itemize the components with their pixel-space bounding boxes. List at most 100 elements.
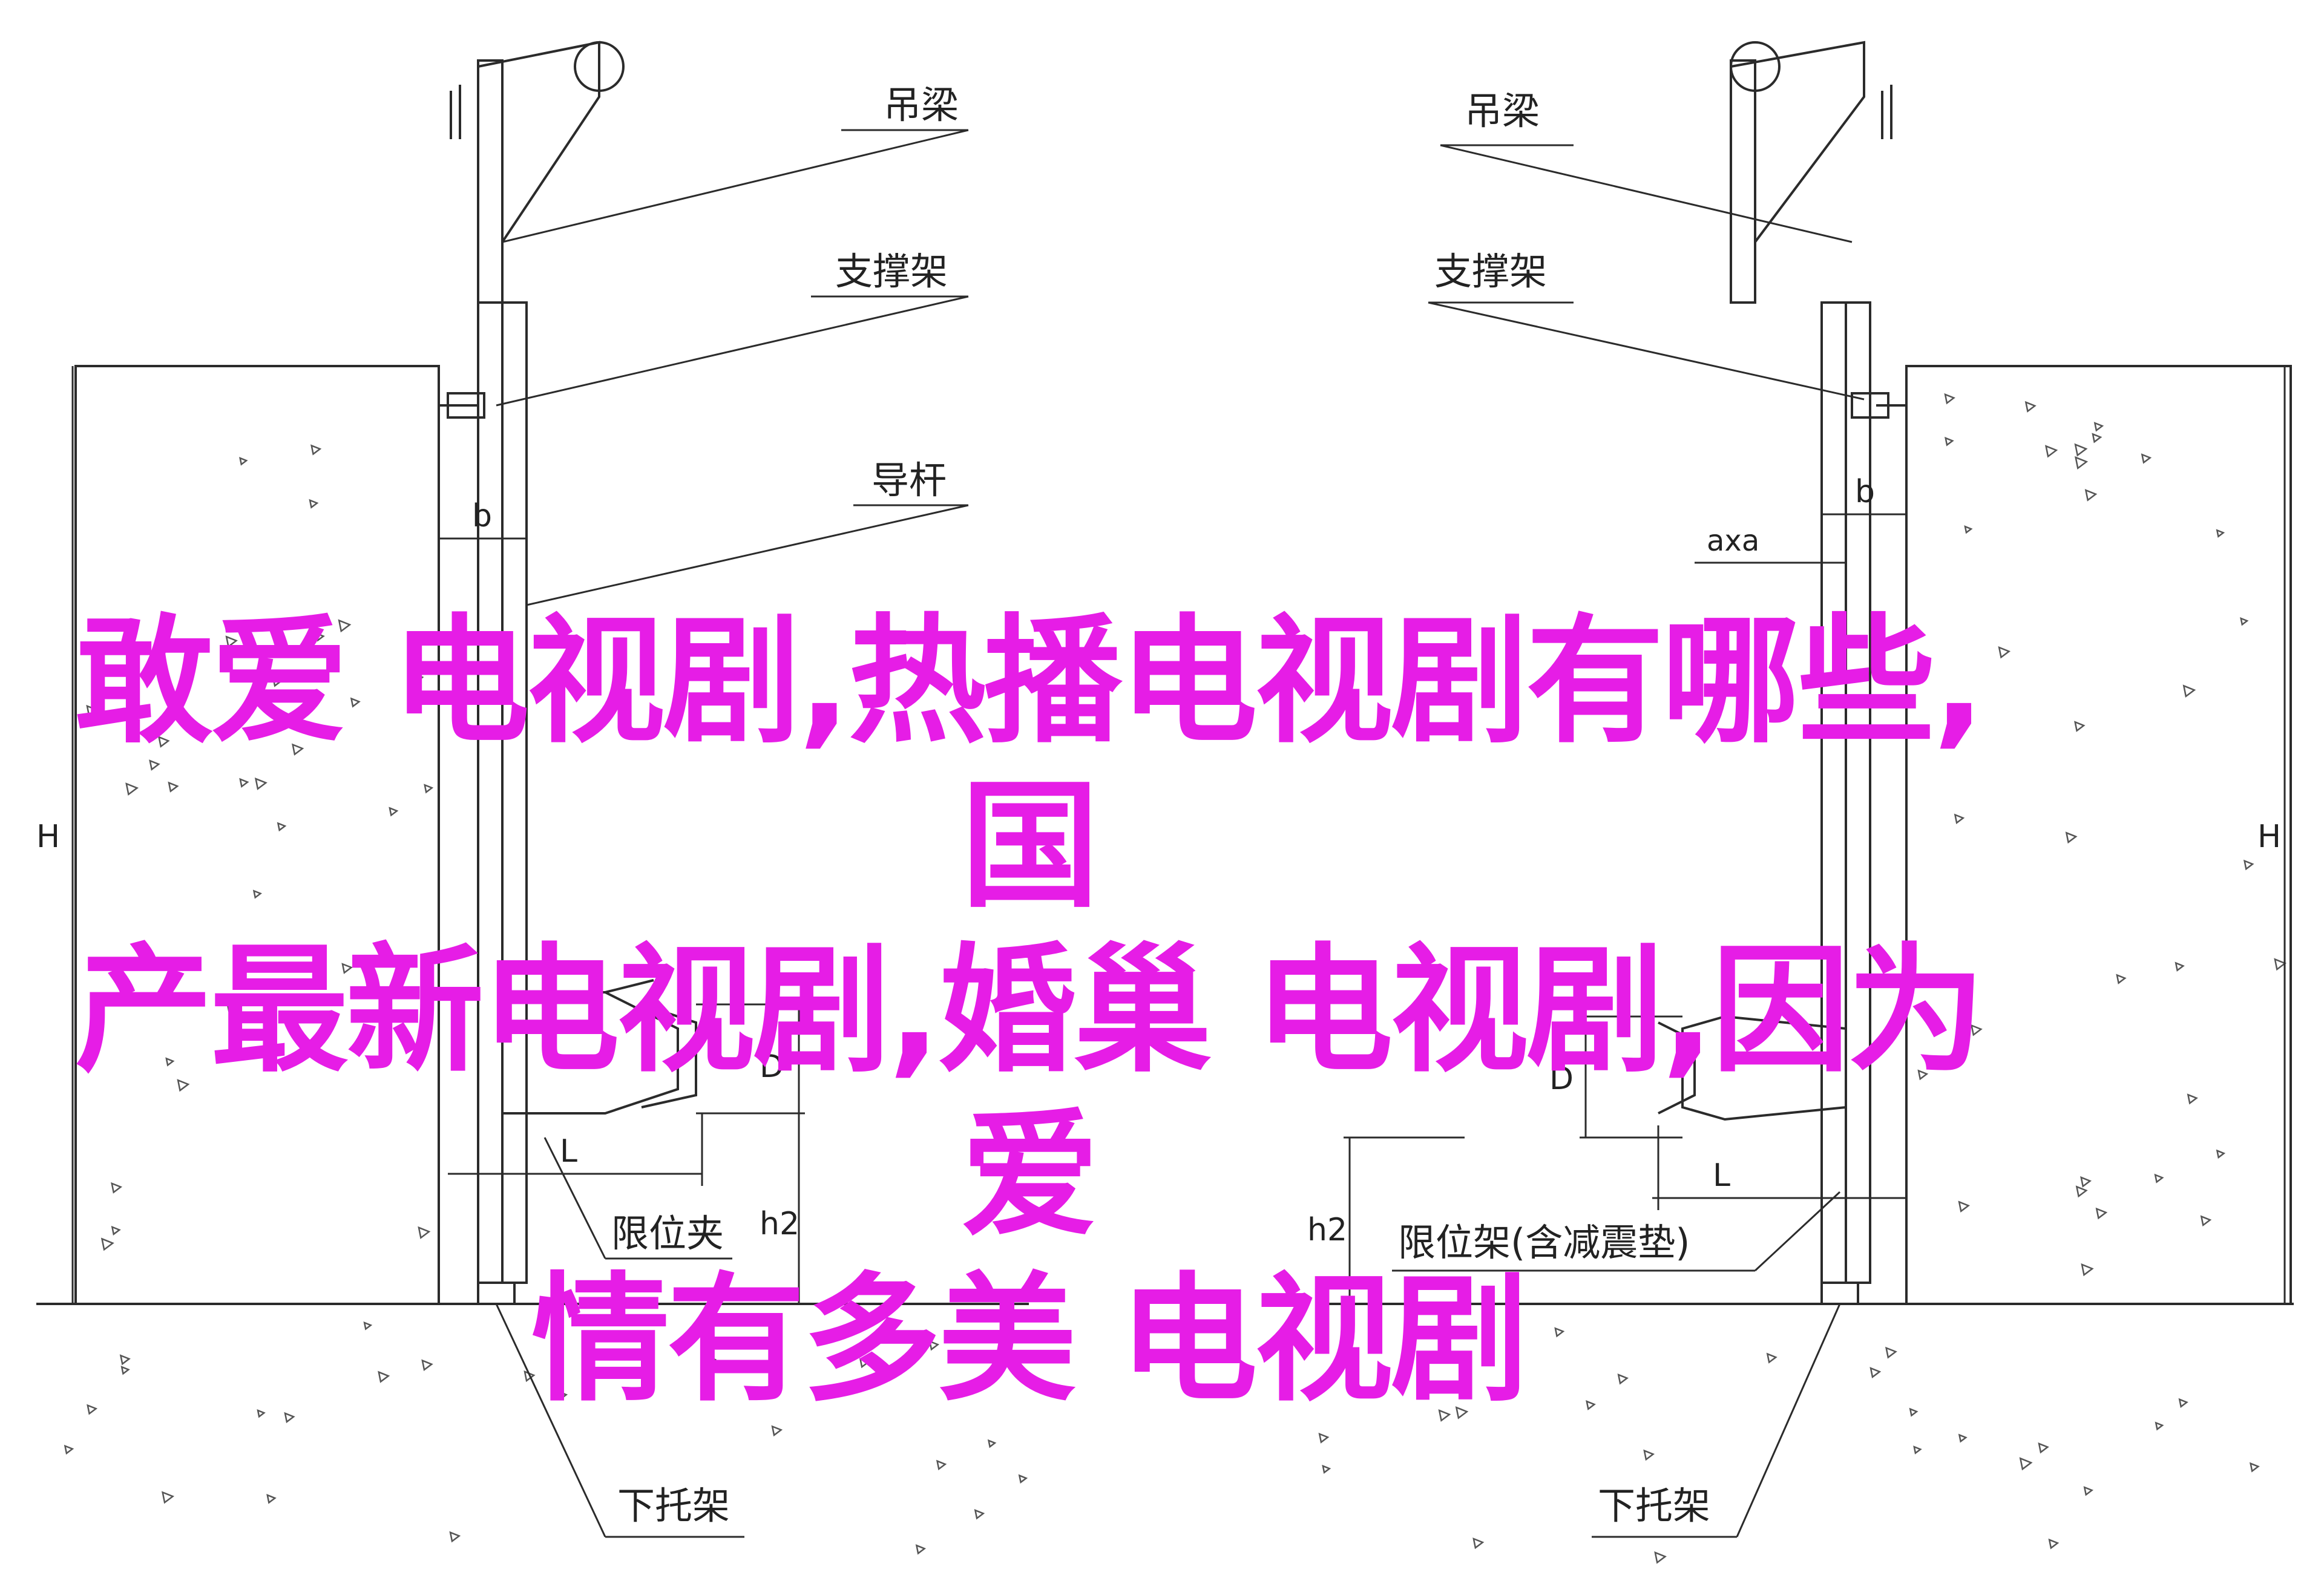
stipple-mark — [309, 499, 319, 509]
stipple-mark — [2175, 961, 2185, 972]
left-label-hoist-beam: 吊梁 — [884, 83, 959, 127]
stipple-mark — [239, 457, 248, 466]
left-label-H: H — [36, 819, 60, 855]
stipple-mark — [119, 1354, 131, 1366]
overlay-line-3: 情有多美 电视剧 — [531, 1259, 1528, 1420]
stipple-mark — [1018, 1474, 1028, 1484]
stipple-mark — [936, 1459, 947, 1471]
stipple-mark — [64, 1444, 74, 1455]
stipple-mark — [252, 889, 262, 899]
overlay-line-2: 产最新电视剧,婚巢 电视剧,因为爱 — [74, 930, 1986, 1256]
right-label-D: D — [1549, 1061, 1574, 1097]
left-label-L: L — [560, 1133, 577, 1170]
stipple-mark — [2095, 1207, 2108, 1220]
stipple-mark — [2141, 453, 2152, 464]
stipple-mark — [1958, 1200, 1970, 1213]
stipple-mark — [2182, 684, 2196, 698]
stipple-mark — [1913, 1445, 1922, 1455]
stipple-mark — [2065, 831, 2078, 844]
stipple-mark — [1766, 1352, 1777, 1364]
stipple-mark — [378, 1370, 390, 1383]
left-label-h2: h2 — [760, 1206, 799, 1242]
stipple-mark — [2048, 1538, 2060, 1550]
stipple-mark — [2092, 433, 2102, 444]
stipple-mark — [177, 1079, 190, 1092]
stipple-mark — [2074, 443, 2088, 457]
stipple-mark — [2083, 1486, 2094, 1496]
left-label-support-frame: 支撑架 — [835, 249, 948, 293]
left-label-lower-bracket: 下托架 — [617, 1484, 730, 1528]
stipple-mark — [859, 1358, 870, 1369]
stipple-mark — [225, 635, 238, 648]
stipple-mark — [1617, 1373, 1629, 1385]
stipple-mark — [1438, 1409, 1451, 1422]
stipple-mark — [86, 704, 98, 716]
stipple-mark — [254, 778, 268, 790]
stipple-mark — [2243, 859, 2254, 871]
stipple-mark — [92, 671, 103, 682]
stipple-mark — [559, 1390, 568, 1400]
stipple-mark — [257, 1409, 266, 1418]
stipple-mark — [168, 781, 179, 793]
right-hoist-column — [1730, 59, 1756, 304]
stipple-mark — [87, 1404, 98, 1415]
right-label-h2: h2 — [1307, 1212, 1347, 1248]
stipple-mark — [707, 1355, 717, 1366]
stipple-mark — [413, 672, 424, 684]
stipple-mark — [363, 1321, 373, 1331]
right-mixer — [1681, 1015, 1847, 1121]
stipple-mark — [389, 807, 399, 817]
stipple-mark — [111, 1225, 121, 1236]
right-label-b: b — [1855, 474, 1875, 510]
right-label-L: L — [1713, 1157, 1730, 1194]
stipple-mark — [418, 1226, 431, 1239]
stipple-mark — [424, 784, 434, 794]
stipple-mark — [2200, 1215, 2212, 1227]
stipple-mark — [2240, 617, 2249, 626]
stipple-mark — [2155, 1421, 2164, 1431]
stipple-mark — [2093, 422, 2104, 432]
stipple-mark — [421, 1359, 433, 1372]
right-label-hoist-beam: 吊梁 — [1465, 89, 1540, 133]
stipple-mark — [1554, 1327, 1565, 1338]
stipple-mark — [1472, 1537, 1485, 1550]
stipple-mark — [284, 1412, 295, 1424]
left-hoist-column — [477, 59, 504, 304]
stipple-mark — [239, 778, 249, 788]
stipple-mark — [162, 1491, 175, 1504]
stipple-mark — [987, 1439, 997, 1449]
stipple-mark — [771, 1425, 783, 1437]
stipple-mark — [2074, 456, 2089, 470]
stipple-mark — [2080, 1176, 2092, 1188]
stipple-mark — [338, 619, 352, 633]
stipple-mark — [341, 963, 353, 974]
stipple-mark — [2075, 1185, 2088, 1198]
stipple-mark — [974, 1509, 985, 1520]
stipple-mark — [165, 992, 174, 1001]
left-pulley — [574, 41, 625, 92]
stipple-mark — [100, 1237, 114, 1251]
stipple-mark — [149, 759, 160, 771]
stipple-mark — [1654, 1551, 1667, 1564]
right-hoist-beam — [1730, 41, 1865, 243]
stipple-mark — [272, 678, 282, 687]
stipple-mark — [2154, 1173, 2164, 1184]
stipple-mark — [2249, 1462, 2260, 1473]
stipple-mark — [315, 632, 325, 642]
stipple-mark — [120, 1366, 130, 1375]
stipple-mark — [2178, 1398, 2188, 1408]
overlay-line-1: 敢爱 电视剧,热播电视剧有哪些,国 — [74, 601, 1986, 926]
stipple-mark — [1455, 1406, 1469, 1419]
left-hoist-leader — [502, 129, 969, 243]
left-label-guide-rod: 导杆 — [872, 458, 947, 502]
left-hoist-beam — [478, 41, 600, 243]
stipple-mark — [1869, 1367, 1882, 1379]
stipple-mark — [111, 1182, 123, 1194]
stipple-mark — [2116, 974, 2127, 984]
stipple-mark — [1998, 646, 2011, 659]
stipple-mark — [226, 1000, 238, 1012]
stipple-mark — [1322, 1464, 1331, 1474]
right-label-axa: axa — [1707, 524, 1759, 558]
